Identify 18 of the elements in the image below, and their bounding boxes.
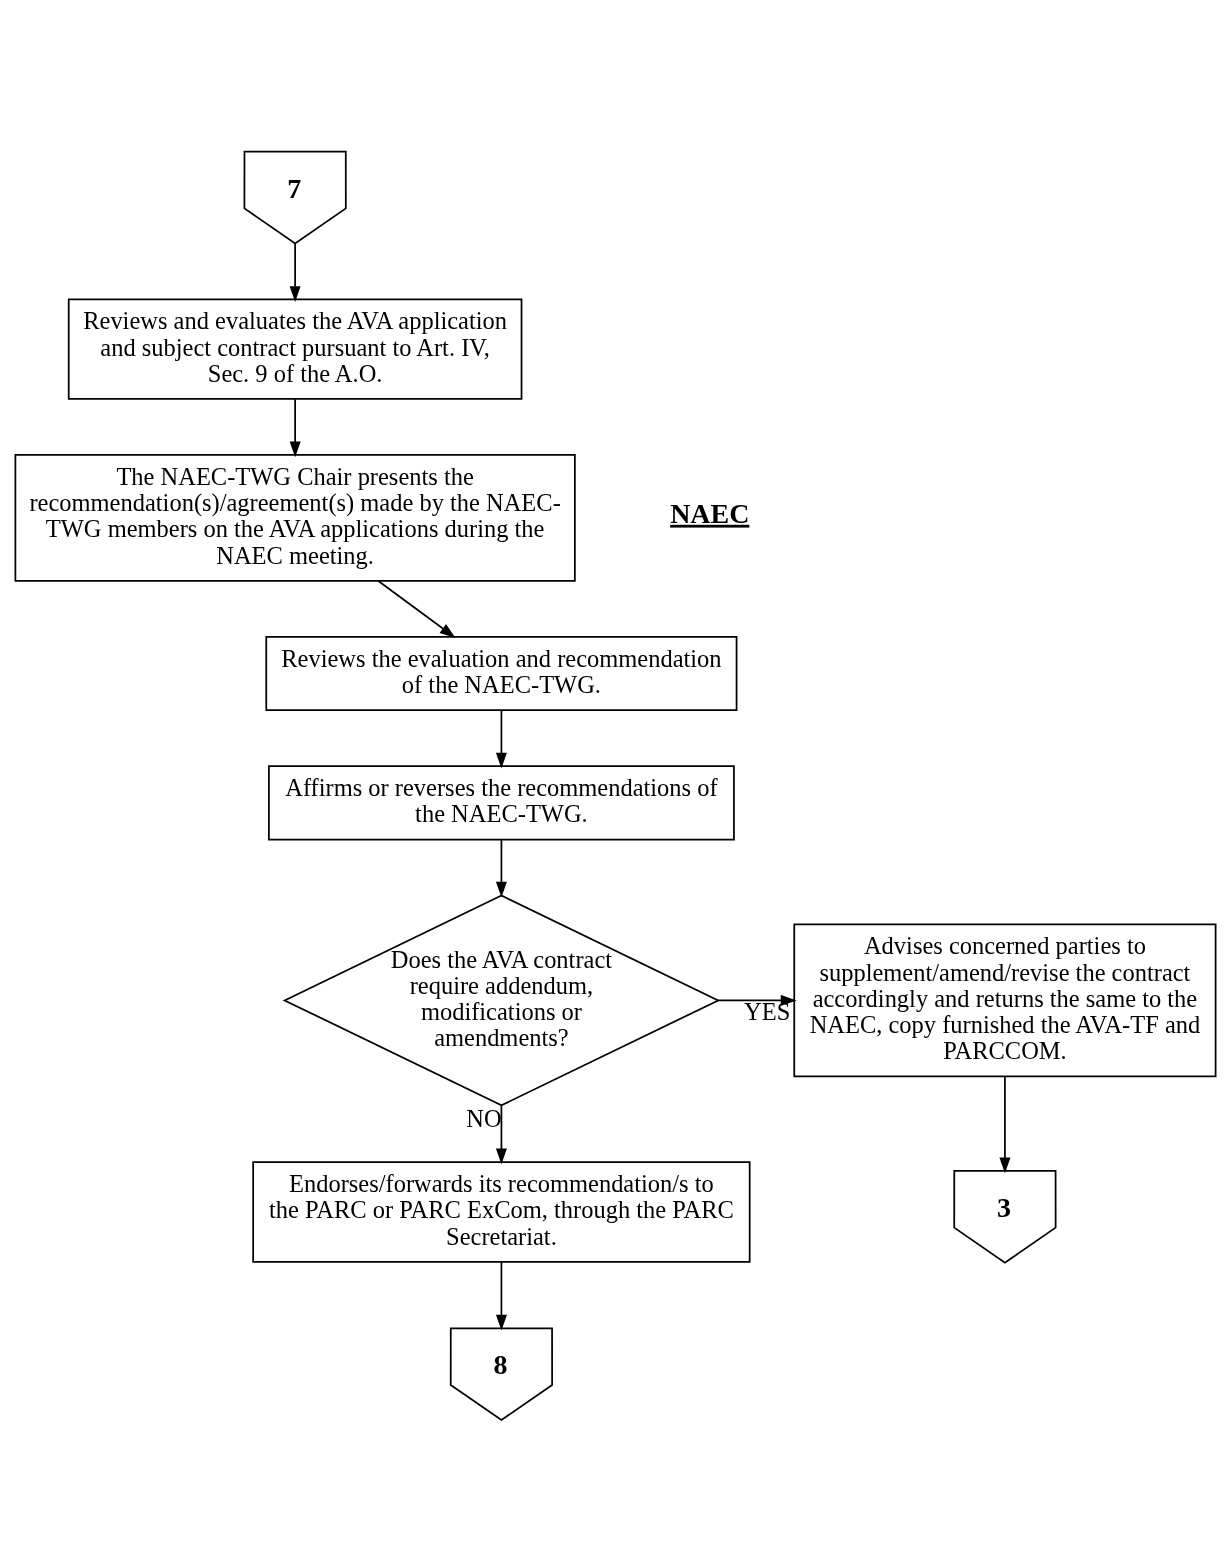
node-box: Endorses/forwards its recommendation/s to the PARC or PARC ExCom, through the PARC Secretariat. (252, 1160, 751, 1263)
node-box: Reviews and evaluates the AVA application and subject contract pursuant to Art. IV, Sec. 9 of the A.O. (67, 297, 523, 400)
edge-label: YES (744, 997, 791, 1025)
arrow (999, 1075, 1011, 1173)
node-box: Affirms or reverses the recommendations of the NAEC-TWG. (268, 764, 735, 840)
arrow (495, 708, 507, 768)
arrow (495, 1104, 507, 1164)
node-box: Reviews the evaluation and recommendation of the NAEC-TWG. (265, 635, 738, 711)
arrow (289, 242, 301, 302)
node-box: Advises concerned parties to supplement/amend/revise the contract accordingly and returns the same to the NAEC, copy furnished the AVA-TF and PARCCOM. (793, 923, 1217, 1077)
node-box: The NAEC-TWG Chair presents the recommendation(s)/agreement(s) made by the NAEC-TWG members on the AVA applications during the NAEC meeting. (14, 453, 576, 582)
arrow (495, 1261, 507, 1331)
arrow (495, 838, 507, 897)
arrow (289, 397, 301, 457)
edge-label: NO (466, 1104, 502, 1132)
label: NAEC (670, 497, 750, 529)
node-diamond: Does the AVA contract require addendum, modifications or amendments? (282, 894, 721, 1106)
arrow (377, 579, 456, 638)
